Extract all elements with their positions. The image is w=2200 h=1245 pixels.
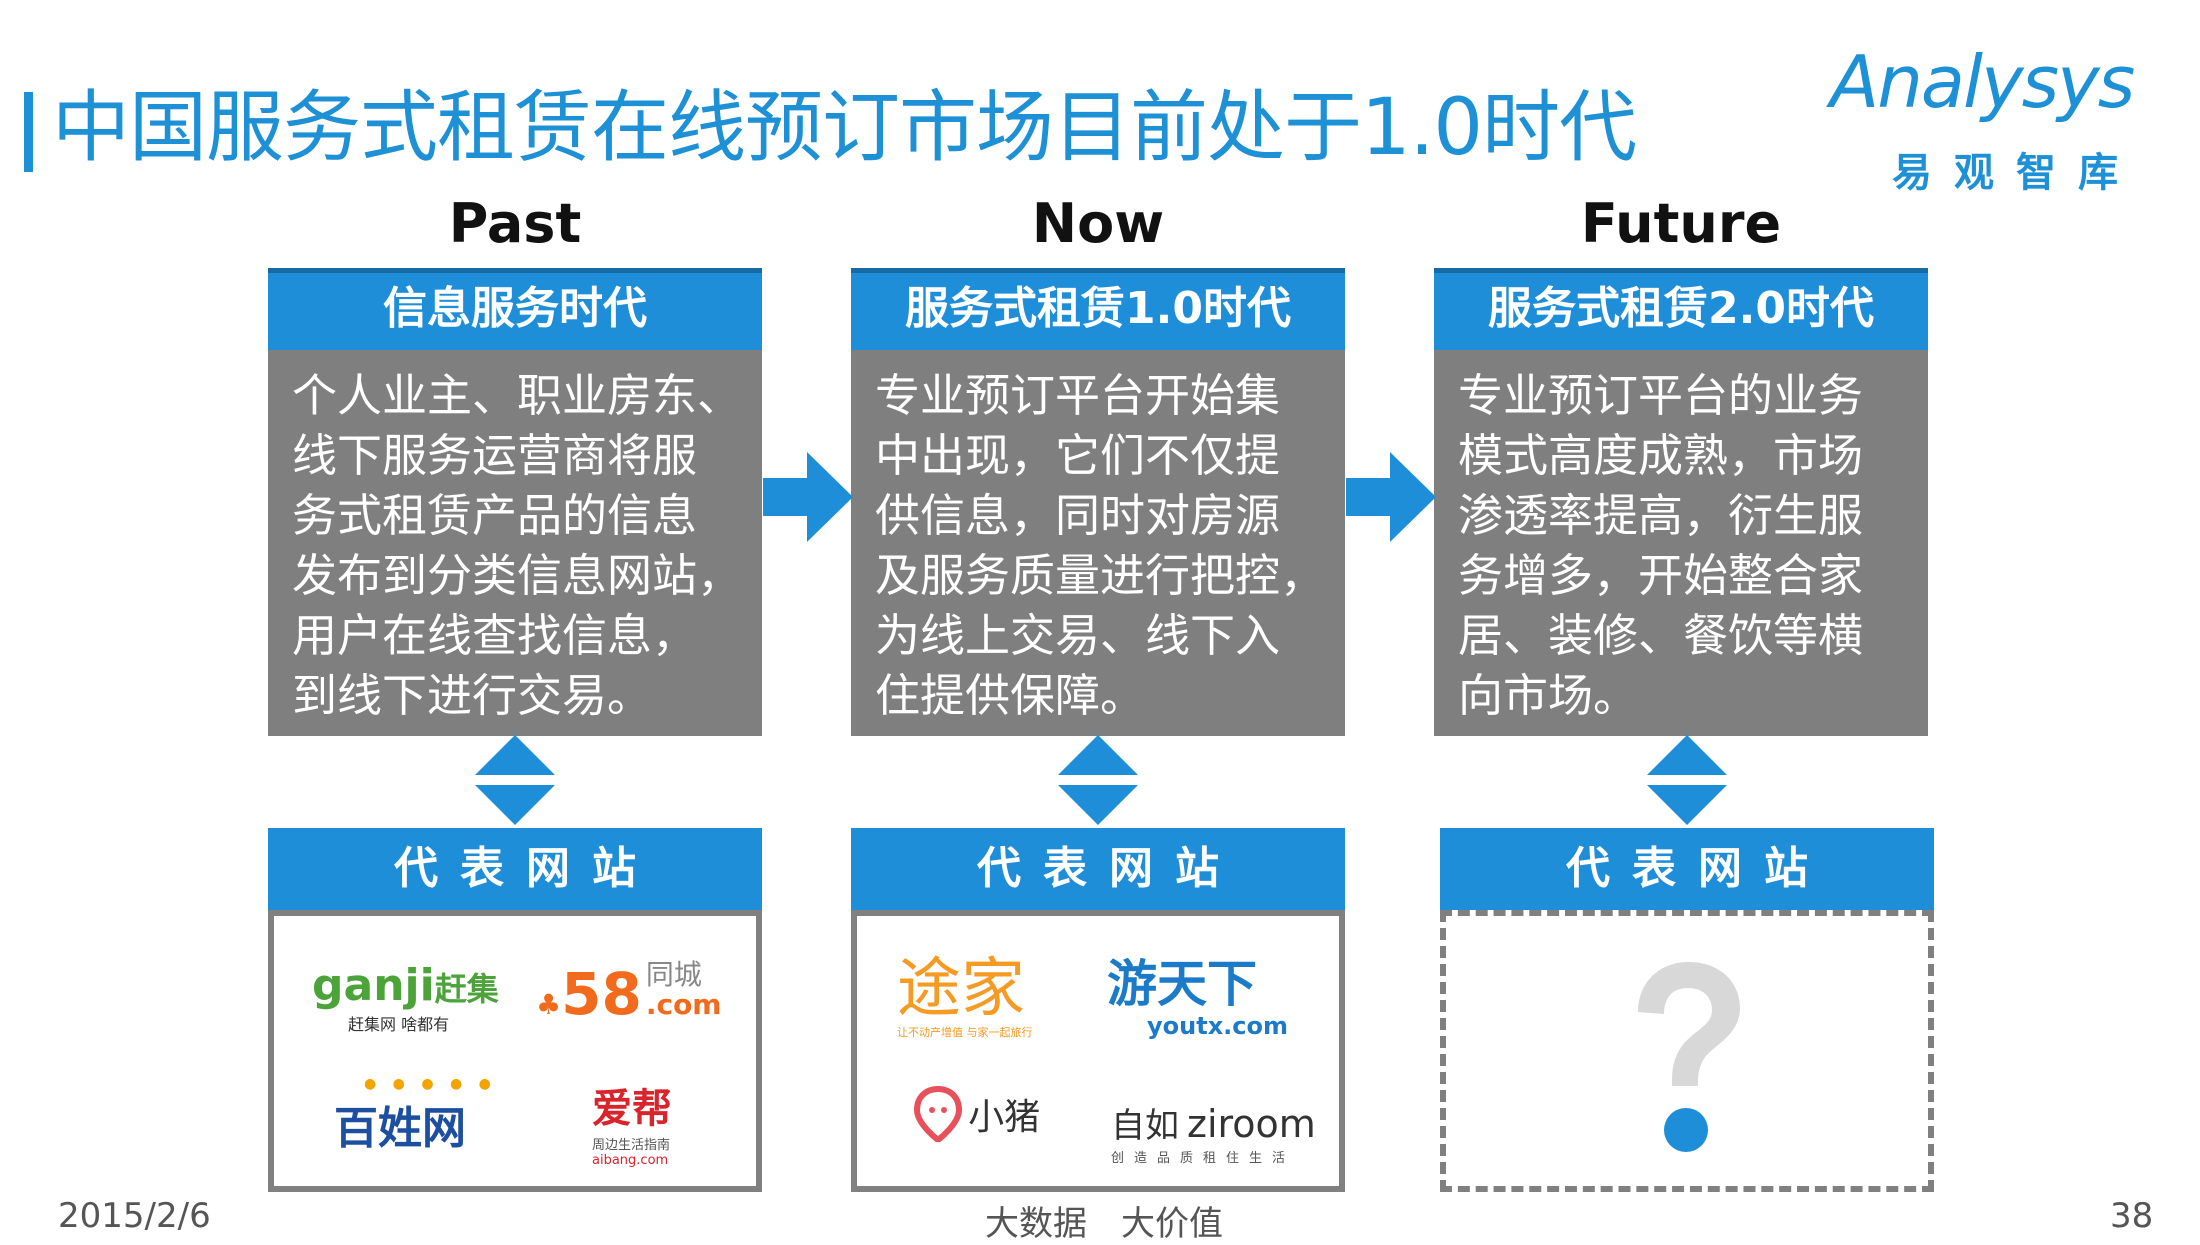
arrow-right-icon xyxy=(763,452,853,542)
58-number: 58 xyxy=(561,960,642,1028)
ziroom-tagline: 创造品质租住生活 xyxy=(1111,1151,1296,1166)
column-body-future: 专业预订平台的业务 模式高度成熟，市场 渗透率提高，衍生服 务增多，开始整合家 … xyxy=(1434,350,1928,736)
xiaozhu-pin-icon xyxy=(913,1085,963,1144)
logo-youtx: 游天下 youtx.com xyxy=(1107,956,1288,1040)
logo-subtitle: 易观智库 xyxy=(1892,150,2140,196)
body-line: 及服务质量进行把控， xyxy=(875,549,1326,602)
logo-baixing: ● ● ● ● ● 百姓网 xyxy=(334,1076,497,1156)
arrow-up-down-icon xyxy=(475,735,555,825)
page-number: 38 xyxy=(2110,1196,2154,1236)
body-line: 居、装修、餐饮等横 xyxy=(1458,609,1864,662)
sites-box-future: ? xyxy=(1440,910,1934,1192)
logo-aibang: 爱帮 周边生活指南 aibang.com xyxy=(592,1076,672,1168)
aibang-name: 爱帮 xyxy=(592,1086,672,1132)
arrow-up-down-icon xyxy=(1647,735,1727,825)
xiaozhu-name: 小猪 xyxy=(968,1097,1041,1138)
column-header-future: 服务式租赁2.0时代 xyxy=(1434,268,1928,350)
footer-slogan: 大数据 大价值 xyxy=(985,1204,1223,1244)
body-line: 发布到分类信息网站， xyxy=(292,549,743,602)
sites-header-future: 代表网站 xyxy=(1440,828,1934,910)
body-line: 线下服务运营商将服 xyxy=(292,429,698,482)
ganji-cn: 赶集 xyxy=(434,970,499,1008)
baixing-name: 百姓网 xyxy=(334,1103,466,1154)
sites-header-past: 代表网站 xyxy=(268,828,762,910)
ganji-tagline: 赶集网 啥都有 xyxy=(348,1015,450,1034)
era-past: Past xyxy=(448,192,582,255)
body-line: 向市场。 xyxy=(1458,669,1639,722)
ziroom-cn: 自如 xyxy=(1111,1106,1179,1146)
tujia-name: 途家 xyxy=(897,952,1025,1026)
youtx-cn: 游天下 xyxy=(1107,955,1257,1013)
aibang-tagline: 周边生活指南 xyxy=(592,1138,671,1153)
arrow-right-icon xyxy=(1346,452,1436,542)
ganji-mark: ganji xyxy=(312,960,435,1011)
body-line: 用户在线查找信息， xyxy=(292,609,698,662)
ziroom-en: ziroom xyxy=(1187,1102,1316,1146)
body-line: 个人业主、职业房东、 xyxy=(292,369,743,422)
era-now: Now xyxy=(1031,192,1165,255)
body-line: 中出现，它们不仅提 xyxy=(875,429,1281,482)
column-header-now: 服务式租赁1.0时代 xyxy=(851,268,1345,350)
58-mascot-icon: ♣ xyxy=(536,988,562,1021)
logo-ganji: ganji赶集 赶集网 啥都有 xyxy=(312,960,499,1035)
arrow-up-down-icon xyxy=(1058,735,1138,825)
analysys-logo: Analysys 易观智库 xyxy=(1830,40,2160,210)
body-line: 专业预订平台开始集 xyxy=(875,369,1281,422)
58-com: .com xyxy=(645,988,722,1021)
title-accent-bar xyxy=(24,92,33,172)
body-line: 到线下进行交易。 xyxy=(292,669,653,722)
footer-date: 2015/2/6 xyxy=(58,1196,211,1236)
baixing-dots: ● ● ● ● ● xyxy=(364,1076,497,1092)
aibang-url: aibang.com xyxy=(592,1153,669,1168)
page-title: 中国服务式租赁在线预订市场目前处于1.0时代 xyxy=(52,83,1637,173)
logo-wordmark: Analysys xyxy=(1830,40,2135,124)
sites-header-now: 代表网站 xyxy=(851,828,1345,910)
58-cn: 同城 xyxy=(645,958,702,991)
body-line: 为线上交易、线下入 xyxy=(875,609,1281,662)
body-line: 供信息，同时对房源 xyxy=(875,489,1281,542)
era-future: Future xyxy=(1580,192,1782,255)
body-line: 务式租赁产品的信息 xyxy=(292,489,698,542)
youtx-url: youtx.com xyxy=(1147,1012,1289,1040)
column-body-now: 专业预订平台开始集 中出现，它们不仅提 供信息，同时对房源 及服务质量进行把控，… xyxy=(851,350,1345,736)
column-header-past: 信息服务时代 xyxy=(268,268,762,350)
body-line: 渗透率提高，衍生服 xyxy=(1458,489,1864,542)
question-mark-icon xyxy=(1638,962,1740,1152)
body-line: 专业预订平台的业务 xyxy=(1458,369,1864,422)
logo-xiaozhu: 小猪 xyxy=(913,1085,1041,1144)
body-line: 务增多，开始整合家 xyxy=(1458,549,1864,602)
logo-tujia: 途家 让不动产增值 与家一起旅行 xyxy=(897,954,1033,1040)
body-line: 模式高度成熟，市场 xyxy=(1458,429,1864,482)
column-body-past: 个人业主、职业房东、 线下服务运营商将服 务式租赁产品的信息 发布到分类信息网站… xyxy=(268,350,762,736)
body-line: 住提供保障。 xyxy=(875,669,1146,722)
tujia-tagline: 让不动产增值 与家一起旅行 xyxy=(897,1026,1033,1039)
